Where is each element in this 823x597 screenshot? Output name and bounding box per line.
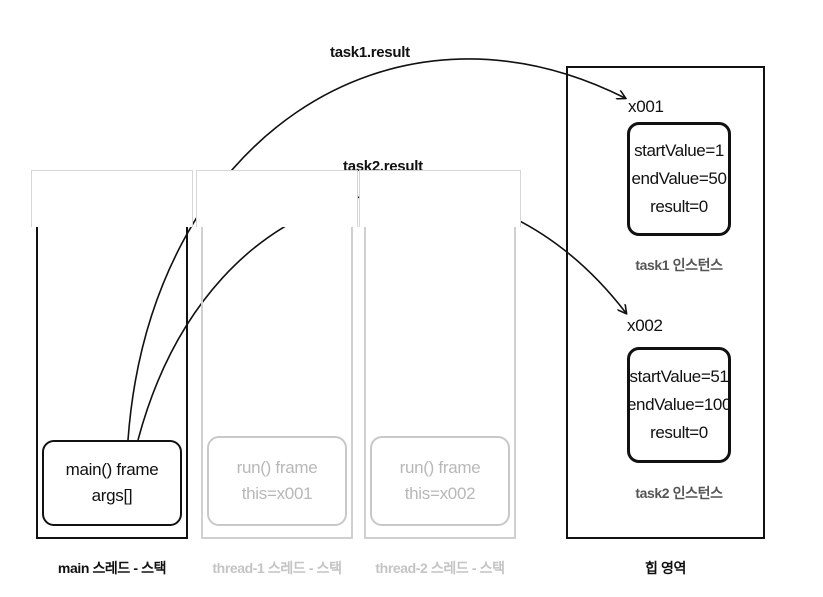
main-frame-args: args[] bbox=[91, 486, 133, 505]
task2-start-value: startValue=51 bbox=[629, 367, 729, 386]
task1-result-label: task1.result bbox=[330, 44, 410, 61]
heap-box bbox=[566, 66, 765, 539]
thread2-frame-name: run() frame bbox=[399, 458, 481, 477]
task2-result: result=0 bbox=[650, 423, 708, 442]
task2-end-value: endValue=100 bbox=[626, 395, 732, 414]
thread1-run-frame: run() frame this=x001 bbox=[207, 436, 347, 526]
thread2-stack-caption: thread-2 스레드 - 스택 bbox=[375, 560, 505, 576]
task1-end-value: endValue=50 bbox=[631, 169, 727, 188]
task2-instance-caption: task2 인스턴스 bbox=[635, 485, 723, 501]
task1-start-value: startValue=1 bbox=[634, 141, 724, 160]
main-stack-caption: main 스레드 - 스택 bbox=[57, 560, 167, 576]
task2-instance: startValue=51 endValue=100 result=0 bbox=[627, 347, 731, 463]
thread2-frame-this: this=x002 bbox=[404, 484, 476, 503]
x001-address: x001 bbox=[628, 97, 664, 116]
x002-address: x002 bbox=[627, 316, 663, 335]
thread2-stack-top bbox=[359, 170, 521, 227]
task1-result-arrow bbox=[127, 58, 625, 441]
main-stack-top bbox=[31, 170, 193, 227]
task1-result: result=0 bbox=[650, 197, 708, 216]
thread1-frame-name: run() frame bbox=[236, 458, 318, 477]
thread1-stack-body bbox=[201, 227, 353, 539]
main-frame-name: main() frame bbox=[65, 460, 159, 479]
thread2-stack-body bbox=[364, 227, 516, 539]
main-frame: main() frame args[] bbox=[42, 440, 182, 526]
main-stack-body bbox=[36, 227, 188, 539]
heap-caption: 힙 영역 bbox=[645, 560, 686, 576]
task1-instance: startValue=1 endValue=50 result=0 bbox=[627, 122, 731, 236]
thread1-stack-caption: thread-1 스레드 - 스택 bbox=[212, 560, 342, 576]
thread1-stack-top bbox=[196, 170, 358, 227]
task1-instance-caption: task1 인스턴스 bbox=[635, 257, 723, 273]
thread1-frame-this: this=x001 bbox=[241, 484, 313, 503]
thread2-run-frame: run() frame this=x002 bbox=[370, 436, 510, 526]
